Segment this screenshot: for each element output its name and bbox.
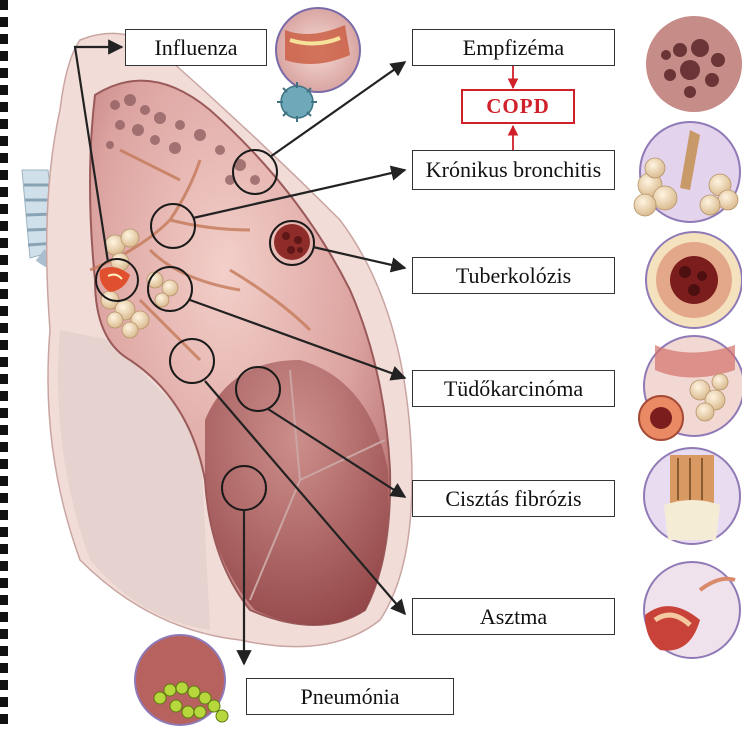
cystic-fibrosis-label: Cisztás fibrózis (412, 480, 615, 517)
tuberculosis-inset (646, 232, 742, 328)
copd-label: COPD (461, 89, 575, 124)
influenza-label: Influenza (125, 29, 267, 66)
asthma-label: Asztma (412, 598, 615, 635)
pneumonia-inset (135, 635, 228, 725)
pneumonia-label: Pneumónia (246, 678, 454, 715)
emphysema-label: Empfizéma (412, 29, 615, 66)
tuberculosis-label: Tuberkolózis (412, 257, 615, 294)
lung-cancer-inset (639, 336, 742, 440)
lung-cancer-label: Tüdőkarcinóma (412, 370, 615, 407)
asthma-inset (644, 562, 740, 658)
left-border-strip (0, 0, 8, 730)
cystic-fibrosis-inset (644, 448, 740, 544)
influenza-inset (276, 8, 360, 122)
chronic-bronchitis-label: Krónikus bronchitis (412, 150, 615, 190)
bronchitis-inset (634, 122, 740, 222)
emphysema-inset (646, 16, 742, 112)
